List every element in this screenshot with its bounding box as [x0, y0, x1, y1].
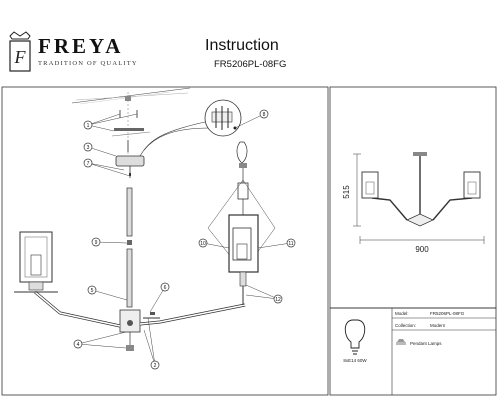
dimension-drawing [353, 152, 485, 244]
mounting-bracket [111, 96, 151, 152]
callout-circle-9 [91, 237, 101, 247]
callout-label-4: 4 [77, 342, 80, 348]
callout-label-3: 3 [87, 145, 90, 151]
collection-label: Collection: [395, 323, 416, 328]
svg-text:F: F [14, 47, 27, 67]
main-diagram-frame [1, 86, 329, 396]
callout-label-10: 10 [200, 241, 206, 247]
brand-tagline: TRADITION OF QUALITY [38, 60, 138, 67]
lamp-type: Pendant Lamps [410, 341, 442, 346]
height-dimension: 515 [342, 185, 351, 199]
callout-circle-6 [160, 282, 170, 292]
callout-circle-8 [259, 109, 269, 119]
callout-circle-7 [83, 158, 93, 168]
callout-label-9: 9 [95, 240, 98, 246]
width-dimension: 900 [415, 245, 429, 254]
pendant-lamp-icon [396, 339, 406, 345]
model-code: FR5206PL-08FG [214, 59, 287, 70]
callout-circle-12 [273, 294, 283, 304]
chandelier-hub [119, 309, 141, 351]
leader-lines [77, 113, 292, 366]
callout-circle-4 [73, 339, 83, 349]
callout-label-2: 2 [154, 363, 157, 369]
terminal-block-detail [204, 99, 242, 137]
collection-value: Modern [430, 323, 446, 328]
callout-label-7: 7 [87, 161, 90, 167]
rod-upper [126, 187, 133, 237]
page-title: Instruction [205, 37, 279, 54]
spec-frame [329, 307, 497, 396]
callout-label-5: 5 [91, 288, 94, 294]
bulb-spec: 8xE14 60W [343, 358, 367, 363]
brand-name: FREYA [38, 34, 124, 58]
callout-label-8: 8 [263, 112, 266, 118]
callout-circle-2 [150, 360, 160, 370]
callout-circle-5 [87, 285, 97, 295]
freya-logo-icon: F [9, 31, 31, 72]
bulb-icon [344, 319, 366, 355]
canopy [115, 155, 145, 167]
callout-label-11: 11 [288, 241, 293, 247]
callout-circle-3 [83, 142, 93, 152]
left-shade [14, 231, 58, 293]
rod-lower [126, 248, 133, 308]
callout-circle-11 [286, 238, 296, 248]
callout-label-6: 6 [164, 285, 167, 291]
callout-circle-10 [198, 238, 208, 248]
callout-label-1: 1 [87, 123, 90, 129]
callout-label-12: 12 [275, 297, 281, 303]
right-shade-exploded [207, 141, 276, 305]
rod-connector [127, 240, 132, 245]
callout-circle-1 [83, 120, 93, 130]
model-label: Model: [395, 311, 409, 316]
model-value: FR5206PL-08FG [430, 311, 465, 316]
